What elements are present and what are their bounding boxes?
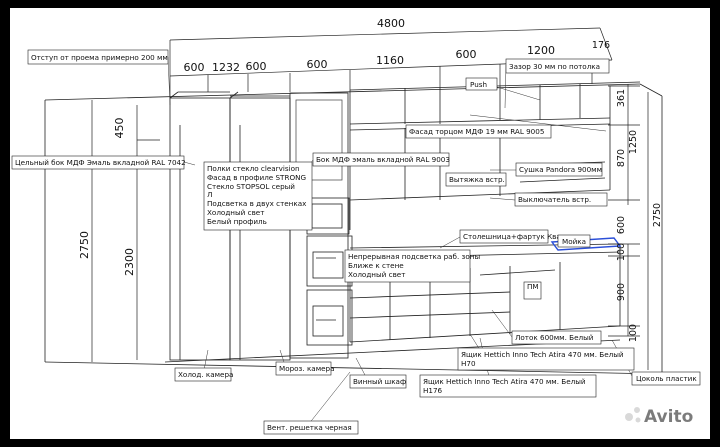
svg-text:Вытяжка встр.: Вытяжка встр. [449,175,505,184]
svg-text:Вент. решетка черная: Вент. решетка черная [267,423,352,432]
svg-text:Выключатель встр.: Выключатель встр. [518,195,591,204]
svg-text:Полки стекло clearvision: Полки стекло clearvision [207,164,300,173]
dim-total-width: 4800 [377,17,405,30]
dim-seg-6: 600 [456,48,477,61]
svg-text:Холодный свет: Холодный свет [348,270,405,279]
dim-seg-5: 1160 [376,54,404,67]
label-countertop: Столешница+фартук Кварц [459,229,570,244]
dim-left-2750: 2750 [78,231,91,259]
label-sink: Мойка [557,234,591,248]
dim-seg-7: 1200 [527,44,555,57]
svg-text:Бок МДФ эмаль вкладной RAL 900: Бок МДФ эмаль вкладной RAL 9003 [316,155,450,164]
svg-text:Фасад торцом МДФ 19 мм RAL 900: Фасад торцом МДФ 19 мм RAL 9005 [409,127,544,136]
dim-seg-8: 176 [592,40,610,51]
label-wine: Винный шкаф [349,374,407,389]
label-gap-ceiling: Зазор 30 мм по потолка [505,58,610,74]
dim-right-361: 361 [616,89,627,107]
dim-right-2750: 2750 [652,203,663,227]
avito-dot-icon [635,417,641,423]
dim-right-900: 900 [616,283,627,301]
svg-text:Н176: Н176 [423,386,443,395]
label-plinth: Цоколь пластик [631,371,701,386]
dim-right-1250: 1250 [628,130,639,154]
label-side-panel: Цельный бок МДФ Эмаль вкладной RAL 7042 [11,155,186,170]
label-drawer-h176: Ящик Hettich Inno Tech Atira 470 мм. Бел… [419,374,597,398]
svg-text:Ближе к стене: Ближе к стене [348,261,404,270]
svg-text:Мойка: Мойка [562,237,586,246]
dimension-lines [91,27,649,370]
svg-text:Фасад в профиле STRONG: Фасад в профиле STRONG [207,173,306,182]
dim-right-870: 870 [616,149,627,167]
svg-text:Столешница+фартук Кварц: Столешница+фартук Кварц [463,232,570,241]
svg-text:Цоколь пластик: Цоколь пластик [636,374,697,383]
label-setback: Отступ от проема примерно 200 мм [27,49,169,65]
dim-right-100a: 100 [616,243,627,261]
svg-text:Н70: Н70 [461,359,476,368]
label-tray: Лоток 600мм. Белый [511,330,602,345]
label-freezer: Мороз. камера [275,361,335,376]
label-vent: Вент. решетка черная [263,420,359,435]
label-facade-face: Фасад торцом МДФ 19 мм RAL 9005 [405,124,552,139]
dim-seg-3: 600 [246,60,267,73]
svg-text:Цельный бок МДФ Эмаль вкладной: Цельный бок МДФ Эмаль вкладной RAL 7042 [15,158,186,167]
svg-text:Стекло STOPSOL серый: Стекло STOPSOL серый [207,182,295,191]
label-fridge: Холод. камера [174,367,233,382]
label-push: Push [465,77,498,91]
label-lighting: Непрерывная подсветка раб. зоны Ближе к … [344,249,480,283]
dim-seg-1: 600 [184,61,205,74]
label-drawer-h70: Ящик Hettich Inno Tech Atira 470 мм. Бел… [457,347,635,371]
svg-text:Непрерывная подсветка раб. зон: Непрерывная подсветка раб. зоны [348,252,480,261]
label-switches: Выключатель встр. [514,192,608,207]
svg-text:Винный шкаф: Винный шкаф [353,377,406,386]
svg-text:Ящик Hettich Inno Tech Atira: Ящик Hettich Inno Tech Atira 470 мм. Бел… [423,377,586,386]
label-box-mdf: Бок МДФ эмаль вкладной RAL 9003 [312,152,450,167]
svg-text:Push: Push [470,80,487,89]
svg-text:Сушка Pandora 900мм: Сушка Pandora 900мм [519,165,602,174]
svg-text:Холод. камера: Холод. камера [178,370,233,379]
dim-seg-4: 600 [307,58,328,71]
avito-dot-icon [625,413,633,421]
label-dishwasher: ПМ [523,281,542,300]
label-hood: Вытяжка встр. [445,172,507,187]
dim-left-450: 450 [113,118,126,139]
svg-text:Лоток 600мм. Белый: Лоток 600мм. Белый [515,333,594,342]
svg-text:Белый профиль: Белый профиль [207,217,267,226]
avito-dot-icon [634,407,640,413]
sink-outline [550,237,622,251]
avito-watermark: Avito [625,407,693,427]
label-dryer: Сушка Pandora 900мм [515,162,603,177]
label-shelves: Полки стекло clearvision Фасад в профиле… [203,161,313,231]
dim-seg-2: 1232 [212,61,240,74]
dim-left-2300: 2300 [123,248,136,276]
dim-right-600: 600 [616,216,627,234]
dim-right-100b: 100 [628,324,639,342]
svg-text:Отступ от проема примерно 200: Отступ от проема примерно 200 мм [31,53,168,62]
svg-text:Ящик Hettich Inno Tech Atira: Ящик Hettich Inno Tech Atira 470 мм. Бел… [461,350,624,359]
svg-text:Мороз. камера: Мороз. камера [279,364,335,373]
svg-text:Холодный свет: Холодный свет [207,208,264,217]
svg-text:Подсветка в двух стенках: Подсветка в двух стенках [207,199,307,208]
svg-text:ПМ: ПМ [527,282,539,291]
svg-text:Зазор 30 мм по потолка: Зазор 30 мм по потолка [509,62,600,71]
svg-text:Л: Л [207,190,212,199]
avito-wordmark: Avito [644,407,693,427]
